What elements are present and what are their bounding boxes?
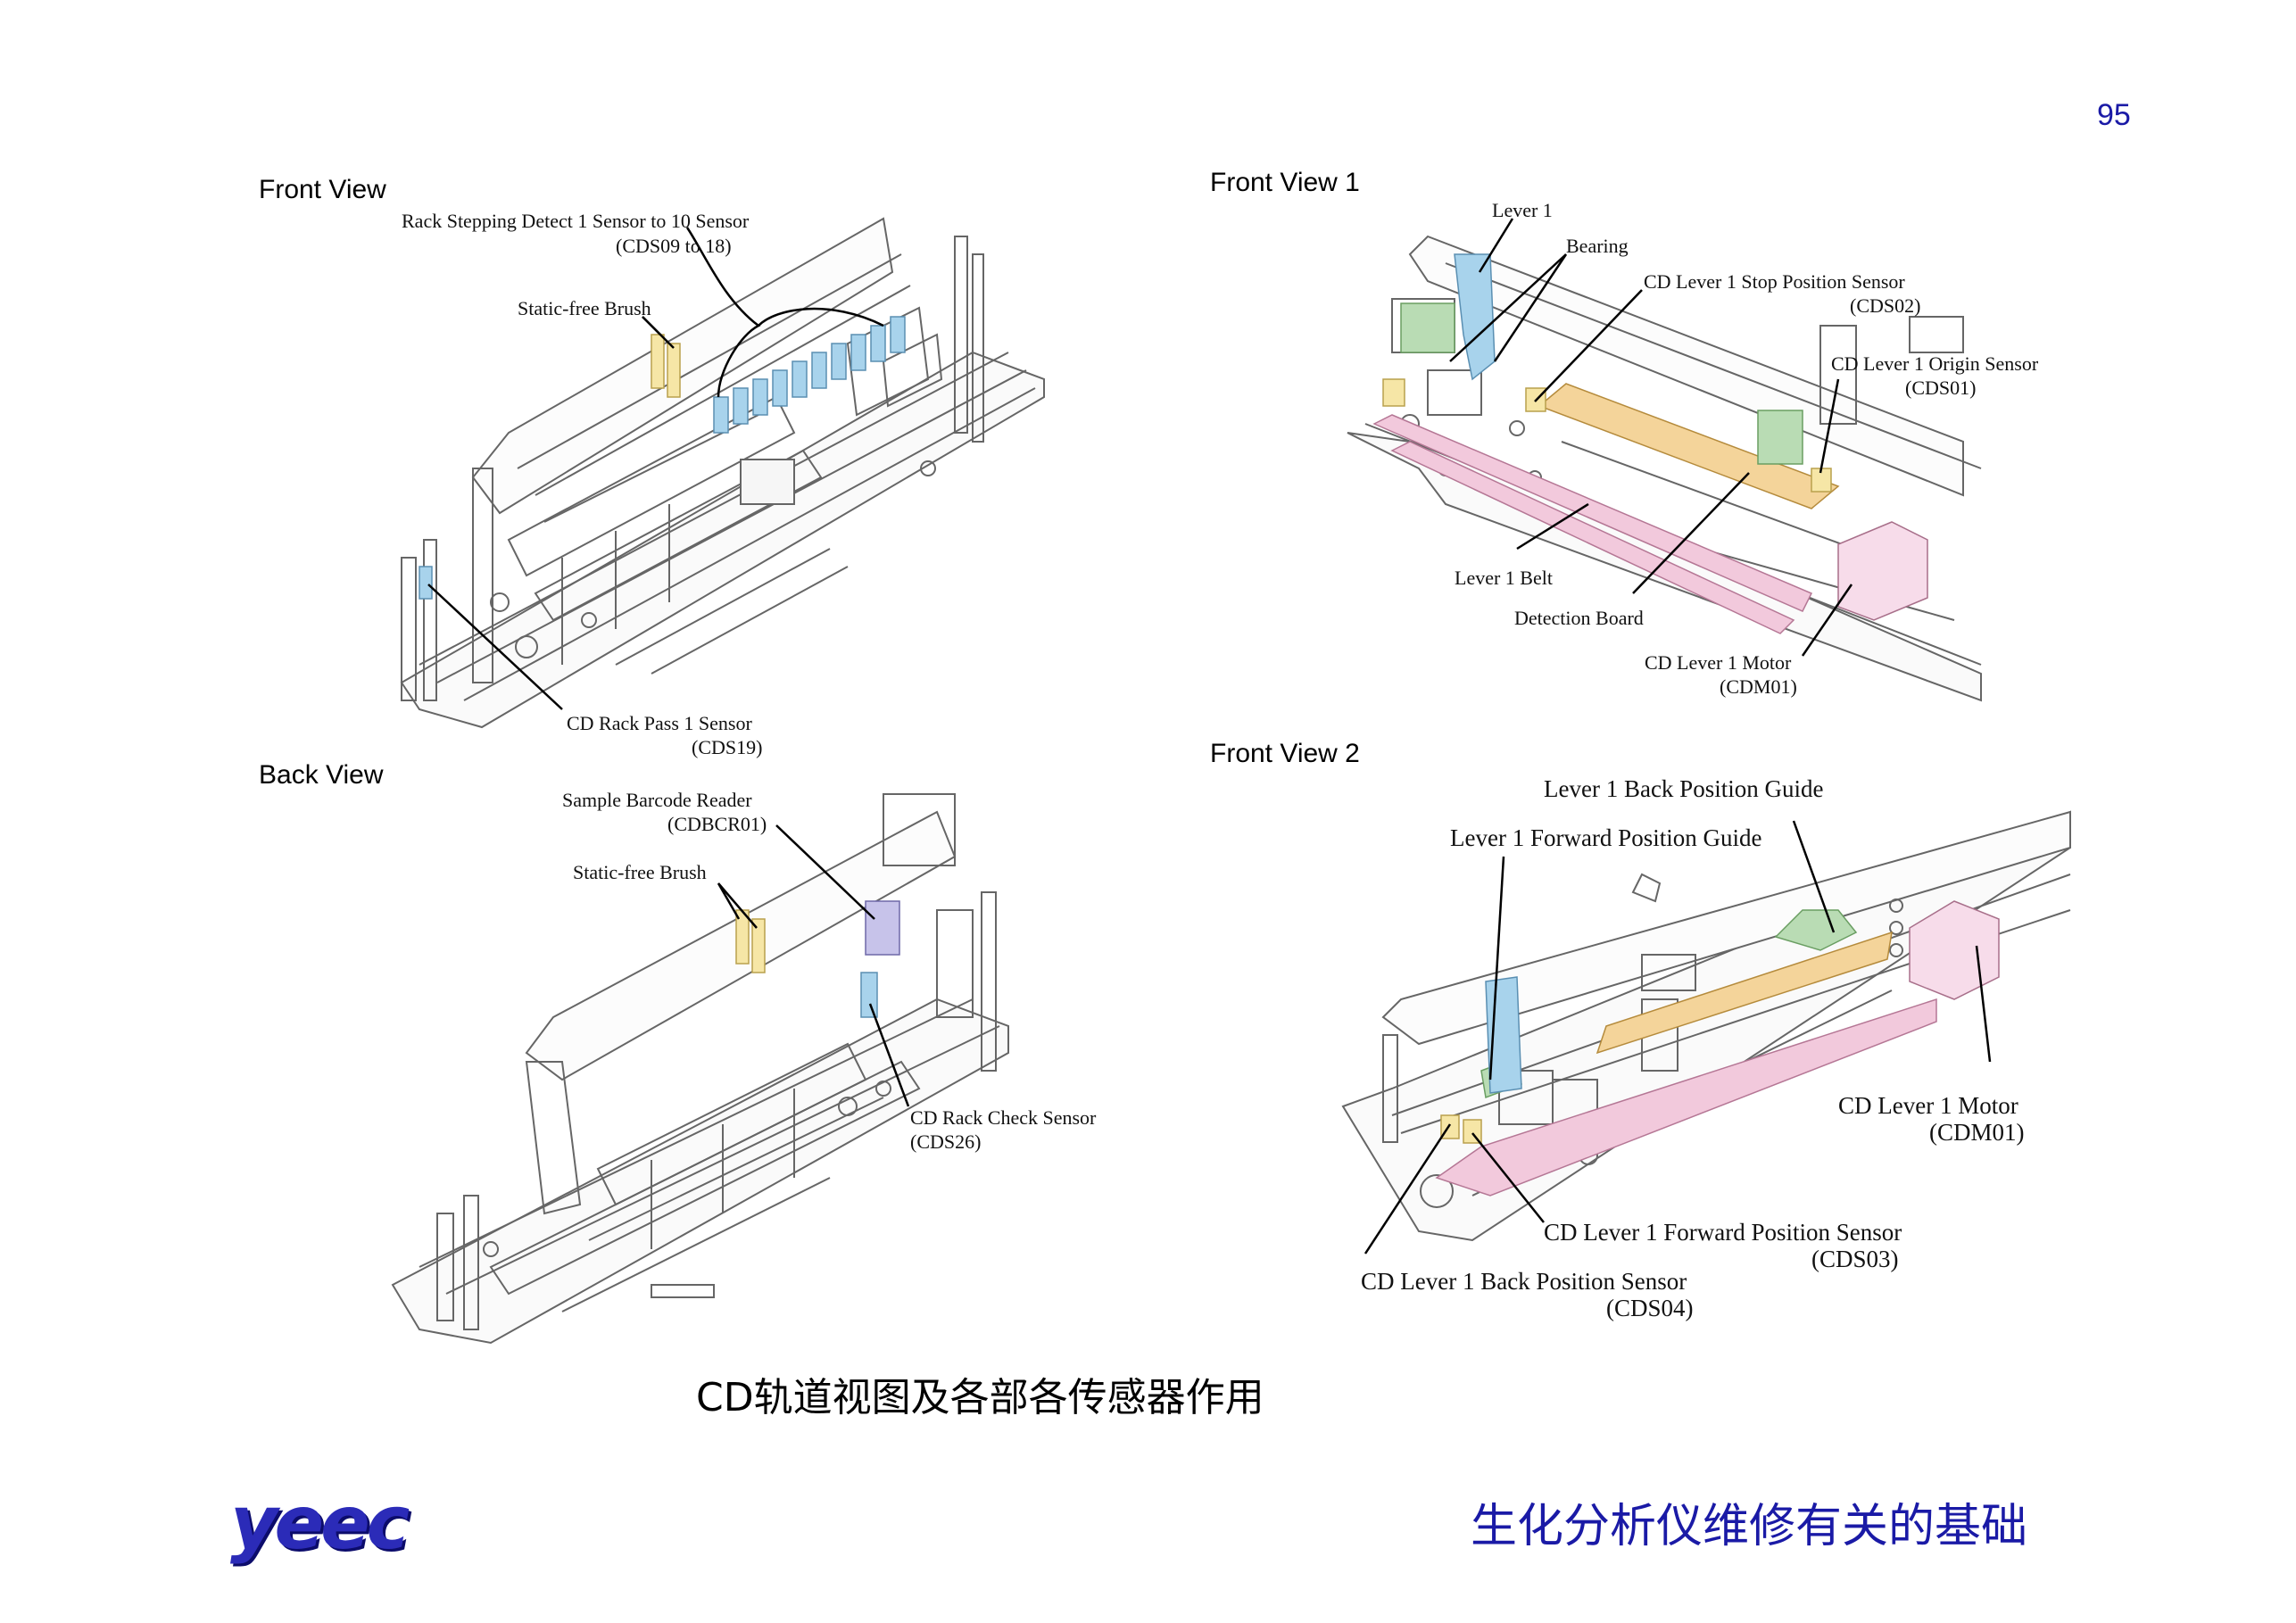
label-back-sensor-line1: CD Lever 1 Back Position Sensor <box>1361 1268 1687 1295</box>
label-static-free-brush: Static-free Brush <box>518 297 651 319</box>
label-stop-sensor-line1: CD Lever 1 Stop Position Sensor <box>1644 270 1905 293</box>
back-view-diagram: Sample Barcode Reader (CDBCR01) Static-f… <box>391 789 1097 1345</box>
label-back-sensor-line2: (CDS04) <box>1606 1295 1694 1321</box>
label-fv1-motor-line1: CD Lever 1 Motor <box>1645 651 1792 674</box>
label-rack-check-line1: CD Rack Check Sensor <box>910 1106 1097 1129</box>
label-static-free-brush-back: Static-free Brush <box>573 861 707 883</box>
label-rack-pass-line2: (CDS19) <box>692 736 762 758</box>
yeec-logo: yeec <box>230 1481 410 1566</box>
front-view-1-title: Front View 1 <box>1210 168 1360 197</box>
label-bearing: Bearing <box>1566 235 1629 257</box>
front-view-2-title: Front View 2 <box>1210 739 1360 768</box>
label-rack-stepping-line2: (CDS09 to 18) <box>616 235 732 257</box>
label-lever-belt: Lever 1 Belt <box>1455 567 1553 589</box>
front-view-title: Front View <box>259 175 386 204</box>
label-rack-check-line2: (CDS26) <box>910 1130 981 1153</box>
label-rack-pass-line1: CD Rack Pass 1 Sensor <box>567 712 752 734</box>
label-fwd-sensor-line1: CD Lever 1 Forward Position Sensor <box>1544 1219 1902 1246</box>
label-rack-stepping-line1: Rack Stepping Detect 1 Sensor to 10 Sens… <box>402 210 750 232</box>
label-lever-1: Lever 1 <box>1492 199 1553 221</box>
page-number: 95 <box>2097 98 2131 132</box>
label-detection-board: Detection Board <box>1514 607 1644 629</box>
label-forward-position-guide: Lever 1 Forward Position Guide <box>1450 824 1761 851</box>
label-fwd-sensor-line2: (CDS03) <box>1811 1246 1899 1272</box>
figure-caption: CD轨道视图及各部各传感器作用 <box>696 1375 1264 1420</box>
label-back-position-guide: Lever 1 Back Position Guide <box>1544 775 1823 802</box>
back-view-title: Back View <box>259 760 384 790</box>
label-sample-barcode-line2: (CDBCR01) <box>667 813 767 835</box>
front-view-2-diagram: Lever 1 Back Position Guide Lever 1 Forw… <box>1341 775 2071 1321</box>
label-fv2-motor-line1: CD Lever 1 Motor <box>1838 1092 2018 1119</box>
label-fv2-motor-line2: (CDM01) <box>1929 1119 2025 1146</box>
front-view-diagram: Rack Stepping Detect 1 Sensor to 10 Sens… <box>400 210 1045 758</box>
front-view-1-diagram: Lever 1 Bearing CD Lever 1 Stop Position… <box>1347 199 2039 702</box>
label-origin-sensor-line1: CD Lever 1 Origin Sensor <box>1831 352 2039 375</box>
label-stop-sensor-line2: (CDS02) <box>1850 294 1920 317</box>
footer-title: 生化分析仪维修有关的基础 <box>1471 1500 2028 1553</box>
label-sample-barcode-line1: Sample Barcode Reader <box>562 789 752 811</box>
label-origin-sensor-line2: (CDS01) <box>1905 377 1976 399</box>
label-fv1-motor-line2: (CDM01) <box>1720 675 1797 698</box>
